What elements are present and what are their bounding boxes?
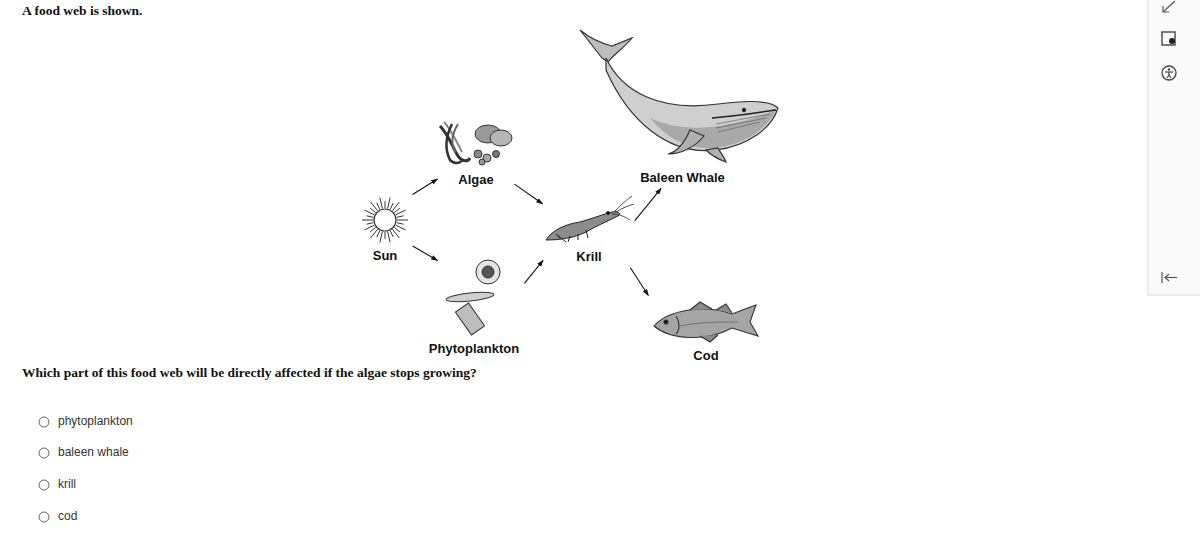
sun-ray bbox=[385, 232, 386, 239]
energy-arrow bbox=[514, 184, 542, 204]
sun-ray bbox=[366, 223, 373, 225]
energy-arrow bbox=[413, 246, 438, 261]
food-web-organism: Cod bbox=[650, 298, 762, 364]
sun-ray bbox=[364, 225, 374, 230]
sun-ray bbox=[397, 220, 408, 221]
question-text: Which part of this food web will be dire… bbox=[22, 365, 477, 381]
answer-option: krill bbox=[58, 477, 76, 491]
organism-label: Sun bbox=[373, 248, 398, 264]
sun-ray bbox=[394, 227, 399, 231]
energy-arrow bbox=[413, 179, 438, 194]
food-web-organism: Baleen Whale bbox=[585, 25, 780, 186]
food-web-organism: Sun bbox=[360, 194, 410, 264]
sun-ray bbox=[388, 232, 390, 243]
food-web-organism: Algae bbox=[440, 118, 512, 188]
krill-picture bbox=[546, 196, 634, 242]
expand-icon bbox=[1163, 1, 1175, 12]
title: A food web is shown. bbox=[22, 3, 142, 19]
answer-option: baleen whale bbox=[58, 445, 129, 459]
organism-label: Krill bbox=[576, 249, 601, 265]
sun-ray bbox=[377, 231, 380, 237]
food-web-organism: Krill bbox=[545, 195, 633, 265]
toolbar-panel bbox=[1148, 0, 1200, 295]
energy-arrow bbox=[524, 260, 543, 283]
organism-label: Algae bbox=[458, 172, 493, 188]
algae-picture bbox=[440, 122, 512, 165]
sun-ray bbox=[394, 208, 399, 212]
sun-ray bbox=[397, 223, 404, 225]
food-web-organism: Phytoplankton bbox=[426, 262, 523, 357]
sun-ray bbox=[377, 203, 380, 209]
organism-label: Phytoplankton bbox=[429, 341, 519, 357]
accessibility-icon bbox=[1162, 66, 1176, 80]
sun-ray bbox=[366, 216, 373, 218]
sun-ray bbox=[390, 231, 393, 237]
energy-arrow bbox=[630, 268, 648, 296]
phytoplankton-picture bbox=[446, 260, 500, 335]
answer-option: cod bbox=[58, 509, 77, 523]
sun-icon bbox=[362, 198, 408, 243]
sun-ray bbox=[388, 198, 390, 209]
sun-ray bbox=[385, 201, 386, 208]
sun-ray bbox=[370, 227, 375, 231]
energy-arrow bbox=[635, 188, 661, 220]
sun-ray bbox=[370, 208, 375, 212]
radio-buttons bbox=[39, 417, 49, 522]
cod-picture bbox=[654, 302, 758, 342]
page-icon bbox=[1162, 32, 1175, 45]
answer-option: phytoplankton bbox=[58, 414, 133, 428]
sun-ray bbox=[390, 203, 393, 209]
organism-label: Baleen Whale bbox=[640, 170, 725, 186]
sun-ray bbox=[380, 232, 382, 243]
sun-ray bbox=[396, 210, 406, 215]
whale-picture bbox=[580, 30, 778, 162]
sun-ray bbox=[380, 198, 382, 209]
sun-ray bbox=[362, 220, 373, 221]
organism-label: Cod bbox=[693, 348, 718, 364]
sun-ray bbox=[397, 216, 404, 218]
collapse-icon bbox=[1162, 272, 1177, 283]
